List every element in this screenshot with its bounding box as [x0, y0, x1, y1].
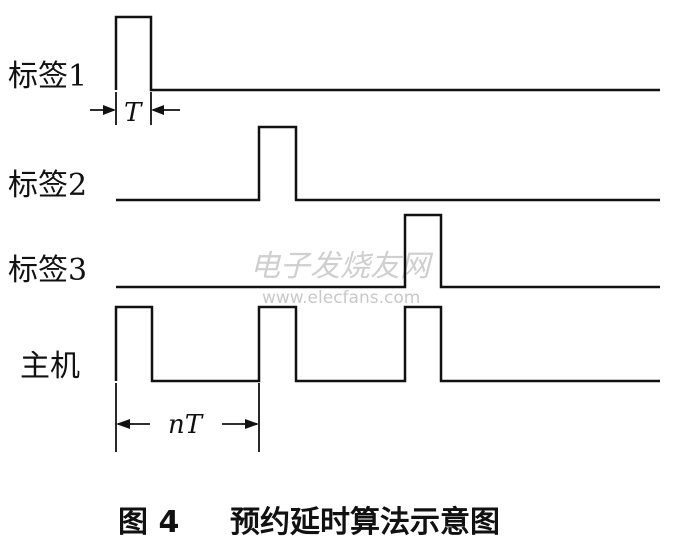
- interval-dimension: nT: [115, 383, 260, 452]
- row-label-tag2: 标签2: [8, 168, 87, 203]
- row-label-host: 主机: [20, 349, 80, 384]
- figure-number: 图 4: [118, 505, 179, 540]
- interval-arrowhead-left: [116, 419, 130, 429]
- figure-title: 预约延时算法示意图: [230, 505, 500, 540]
- watermark-site-name: 电子发烧友网: [250, 249, 434, 284]
- signal-row-host: 主机: [20, 305, 660, 384]
- dim-arrowhead-left: [103, 105, 116, 115]
- interval-arrowhead-right: [245, 419, 259, 429]
- row-label-tag1: 标签1: [8, 59, 87, 94]
- interval-label: nT: [168, 410, 204, 440]
- signal-trace-tag3: [116, 213, 660, 289]
- pulse-width-dimension: T: [90, 92, 180, 128]
- signal-row-tag2: 标签2: [8, 125, 660, 203]
- figure-caption: 图 4 预约延时算法示意图: [118, 505, 500, 540]
- signal-trace-tag1: [114, 15, 660, 92]
- watermark: 电子发烧友网 www.elecfans.com: [250, 249, 434, 308]
- pulse-width-label: T: [124, 98, 143, 128]
- signal-row-tag1: 标签1: [8, 15, 660, 94]
- signal-row-tag3: 标签3: [8, 213, 660, 289]
- signal-trace-host: [114, 305, 660, 383]
- watermark-site-url: www.elecfans.com: [262, 288, 420, 308]
- row-label-tag3: 标签3: [8, 253, 87, 288]
- signal-trace-tag2: [116, 125, 660, 202]
- dim-arrowhead-right: [151, 105, 164, 115]
